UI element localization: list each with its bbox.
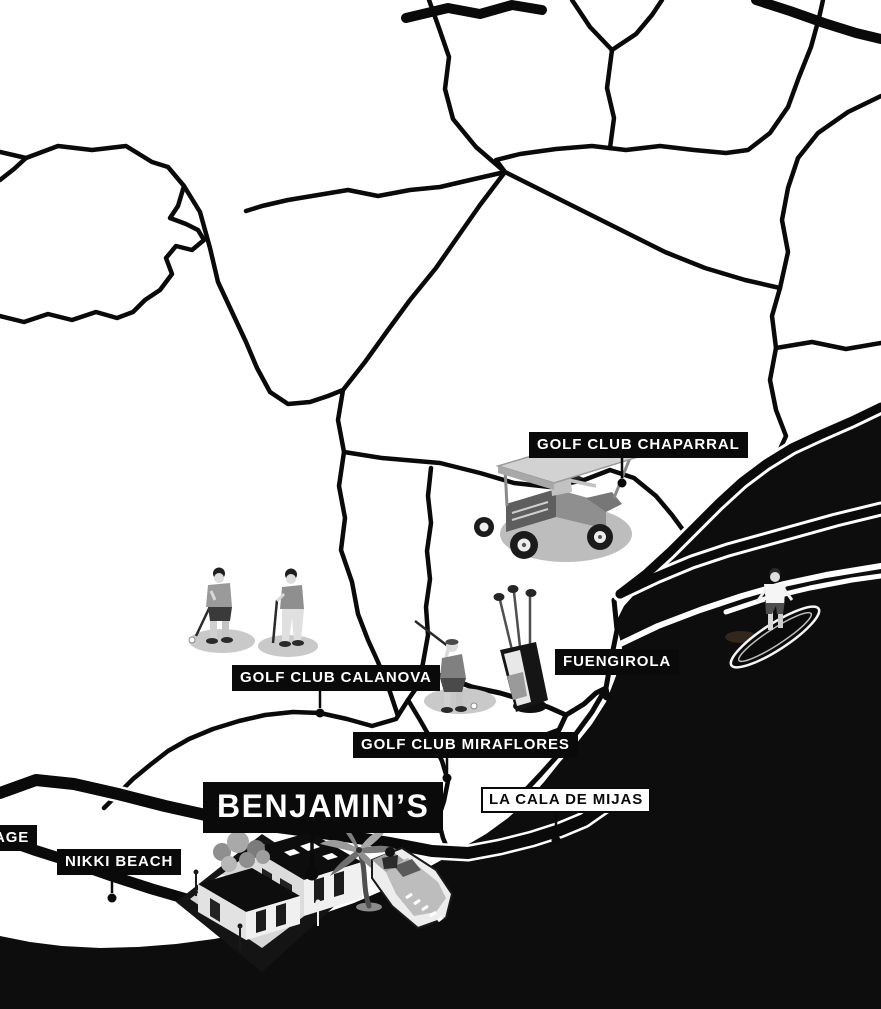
golfer-swinging-icon <box>414 620 496 714</box>
highway-top <box>401 0 881 44</box>
label-age-clipped: AGE <box>0 825 38 852</box>
map-pin-benjamins <box>305 830 319 881</box>
map-pin-fuengirola <box>602 675 612 701</box>
sea-area <box>0 413 881 1009</box>
paddleboarder-icon <box>725 568 821 669</box>
map-pin-la-cala <box>551 812 561 845</box>
speedboat-icon <box>371 846 454 930</box>
label-golf-club-calanova: GOLF CLUB CALANOVA <box>232 665 440 692</box>
label-benjamins-title: BENJAMIN’S <box>203 782 444 833</box>
golf-bag-icon <box>493 585 548 713</box>
sea-road-white <box>613 563 881 649</box>
map-pin-nikki-beach <box>107 875 117 903</box>
label-golf-club-miraflores: GOLF CLUB MIRAFLORES <box>353 732 578 759</box>
label-fuengirola: FUENGIROLA <box>555 649 680 676</box>
label-golf-club-chaparral: GOLF CLUB CHAPARRAL <box>529 432 748 459</box>
map-pins <box>107 458 627 903</box>
golf-cart-icon <box>474 440 641 562</box>
map-pin-chaparral <box>617 458 627 488</box>
palm-tree-icon <box>320 822 398 912</box>
label-nikki-beach: NIKKI BEACH <box>57 849 182 876</box>
map-pin-calanova <box>315 691 325 718</box>
label-la-cala-de-mijas: LA CALA DE MIJAS <box>481 787 652 814</box>
villa-icon <box>176 831 362 972</box>
map-pin-miraflores <box>442 757 452 783</box>
golfer-putting-icon <box>188 567 255 653</box>
golfer-standing-icon <box>258 568 318 657</box>
